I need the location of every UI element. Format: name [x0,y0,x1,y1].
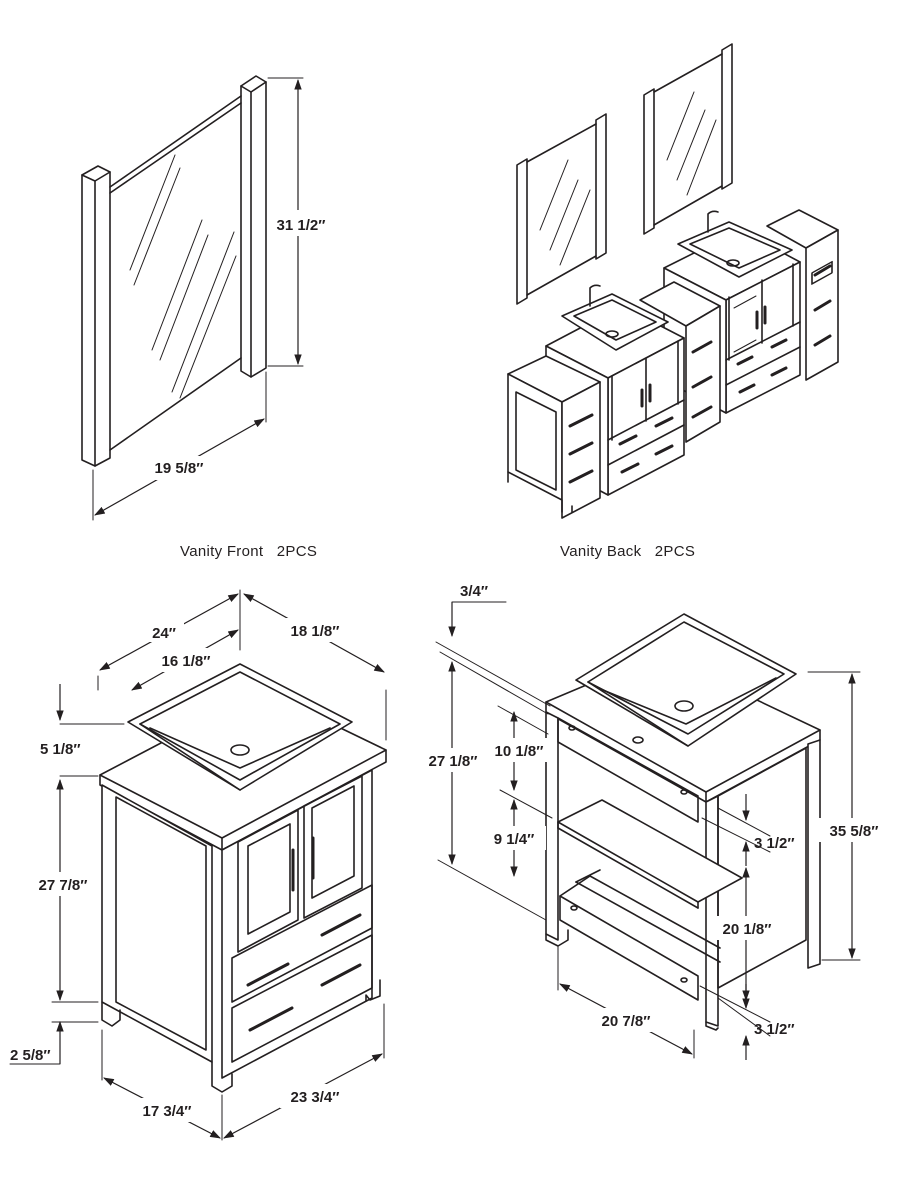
caption-vanity-front: Vanity Front 2PCS [180,543,317,560]
vanity-set-drawing [507,43,839,519]
back-total-height-label: 35 5/8″ [830,823,879,840]
mirror-height-label: 31 1/2″ [277,217,326,234]
front-leg-height-label: 2 5/8″ [10,1047,51,1064]
back-middle-opening-label: 9 1/4″ [494,831,535,848]
vanity-back-drawing: 3/4″ 27 1/8″ 10 1/8″ 9 1/4″ 3 1/2″ 35 5/… [418,583,890,1060]
back-interior-height-label: 27 1/8″ [429,753,478,770]
front-cabinet-width-label: 23 3/4″ [291,1089,340,1106]
vanity-front-drawing: 24″ 18 1/8″ 16 1/8″ 5 1/8″ 27 7/8″ 2 5/8… [9,589,387,1141]
back-top-thickness-label: 3/4″ [460,583,488,600]
front-depth-label: 18 1/8″ [291,623,340,640]
front-width-label: 24″ [152,625,176,642]
back-lower-height-label: 20 1/8″ [723,921,772,938]
caption-vanity-back: Vanity Back 2PCS [560,543,695,560]
front-sink-height-label: 5 1/8″ [40,741,81,758]
front-sink-size-label: 16 1/8″ [162,653,211,670]
back-inner-width-label: 20 7/8″ [602,1013,651,1030]
front-cabinet-depth-label: 17 3/4″ [143,1103,192,1120]
mirror-drawing: 31 1/2″ 19 5/8″ [81,75,328,521]
back-bottom-setback-label: 3 1/2″ [754,1021,795,1038]
mirror-width-label: 19 5/8″ [155,460,204,477]
back-shelf-setback-label: 3 1/2″ [754,835,795,852]
back-upper-opening-label: 10 1/8″ [495,743,544,760]
front-cabinet-height-label: 27 7/8″ [39,877,88,894]
